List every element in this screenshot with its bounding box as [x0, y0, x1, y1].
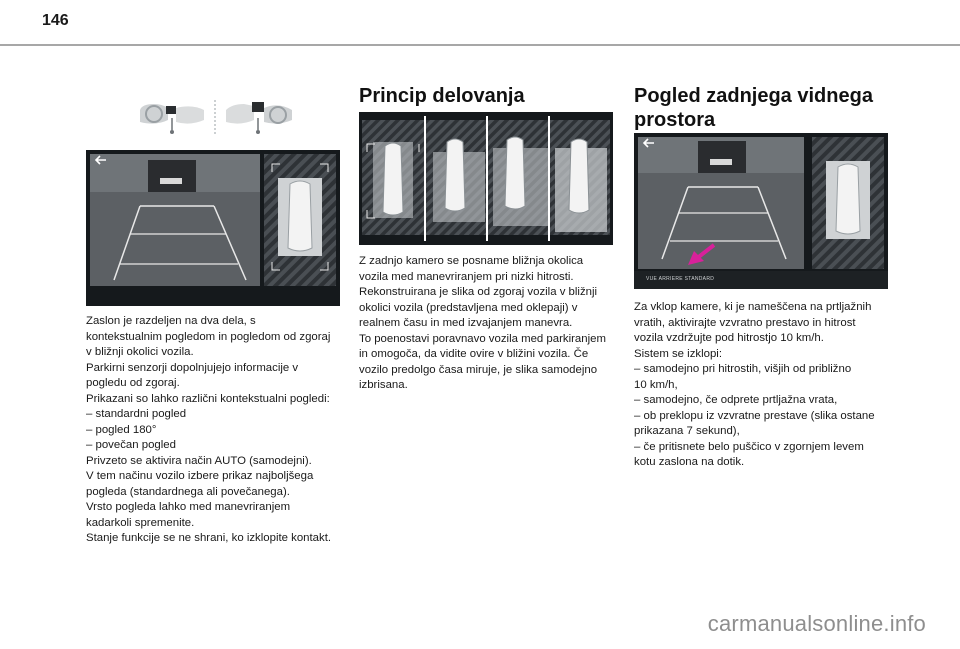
section-heading-rear-view: Pogled zadnjega vidnega prostora: [634, 84, 894, 132]
camera-split-view-figure: [86, 150, 340, 306]
text-line: vratih, aktivirajte vzvratno prestavo in…: [634, 316, 856, 329]
text-line: vozilo predolgo časa miruje, je slika sa…: [359, 363, 598, 376]
heading-line: Pogled zadnjega vidnega: [634, 85, 873, 107]
steering-wheel-icon: [140, 104, 204, 134]
sequence-frame-1: [373, 142, 413, 218]
list-item: – povečan pogled: [86, 439, 176, 451]
back-arrow-icon[interactable]: [642, 138, 654, 148]
sequence-frame-2: [433, 138, 485, 222]
text-line: Prikazani so lahko različni kontekstualn…: [86, 392, 330, 405]
car-top-view-icon: [444, 138, 466, 212]
rear-view-figure: VUE ARRIERE STANDARD: [634, 133, 888, 289]
page-number: 146: [42, 12, 69, 29]
dashboard-icons-figure: [132, 96, 298, 138]
pointer-arrow-icon: [688, 243, 716, 265]
text-line: prikazana 7 sekund),: [634, 425, 740, 437]
steering-wheel-icon: [226, 102, 292, 134]
list-item: – samodejno pri hitrostih, višjih od pri…: [634, 363, 852, 375]
list-item: – standardni pogled: [86, 408, 187, 420]
text-line: realnem času in med izvajanjem manevra.: [359, 317, 573, 329]
top-view-sequence-figure: [359, 112, 613, 245]
text-line: Zaslon je razdeljen na dva dela, s: [86, 315, 256, 327]
text-line: Privzeto se aktivira način AUTO (samodej…: [86, 454, 312, 467]
car-top-view-icon: [568, 138, 590, 214]
column-1-text: Zaslon je razdeljen na dva dela, s konte…: [86, 314, 342, 547]
text-line: vozila med manevriranjem pri nizki hitro…: [359, 270, 574, 283]
text-line: pogledu od zgoraj.: [86, 377, 180, 389]
text-line: Sistem se izklopi:: [634, 347, 722, 360]
back-arrow-icon[interactable]: [94, 155, 106, 165]
list-item: – pogled 180°: [86, 423, 157, 436]
section-heading-principle: Princip delovanja: [359, 85, 525, 107]
vehicle-ahead: [148, 160, 196, 192]
list-item: – če pritisnete belo puščico v zgornjem …: [634, 440, 864, 453]
car-top-view-icon: [835, 163, 861, 235]
text-line: izbrisana.: [359, 379, 408, 391]
text-line: kadarkoli spremenite.: [86, 516, 195, 529]
list-item: – samodejno, če odprete prtljažna vrata,: [634, 394, 838, 406]
text-line: V tem načinu vozilo izbere prikaz najbol…: [86, 470, 314, 482]
text-line: pogleda (standardnega ali povečanega).: [86, 485, 290, 498]
text-line: Vrsto pogleda lahko med manevriranjem: [86, 501, 291, 513]
text-line: in omogoča, da vidite ovire v bližini vo…: [359, 348, 589, 360]
text-line: Parkirni senzorji dopolnjujejo informaci…: [86, 361, 299, 374]
car-top-view-icon: [287, 180, 313, 252]
text-line: Stanje funkcije se ne shrani, ko izklopi…: [86, 532, 332, 544]
text-line: Rekonstruirana je slika od zgoraj vozila…: [359, 286, 598, 298]
text-line: v bližnji okolici vozila.: [86, 346, 194, 358]
text-line: kontekstualnim pogledom in pogledom od z…: [86, 330, 331, 343]
guide-line-right: [213, 205, 247, 281]
view-mode-label: VUE ARRIERE STANDARD: [646, 276, 715, 282]
sequence-frame-3: [493, 136, 549, 226]
heading-line: prostora: [634, 109, 716, 131]
guide-line-left: [113, 205, 141, 281]
car-top-view-icon: [382, 142, 404, 216]
text-line: To poenostavi poravnavo vozila med parki…: [359, 332, 606, 345]
text-line: vozila vzdržujte pod hitrostjo 10 km/h.: [634, 332, 824, 344]
list-item: – ob preklopu iz vzvratne prestave (slik…: [634, 409, 875, 422]
sequence-frame-4: [555, 138, 607, 232]
text-line: Z zadnjo kamero se posname bližnja okoli…: [359, 255, 584, 267]
vehicle-ahead: [698, 141, 746, 173]
text-line: 10 km/h,: [634, 378, 678, 391]
text-line: okolici vozila (predstavljena med oklepa…: [359, 301, 578, 314]
car-top-view-icon: [504, 136, 526, 210]
text-line: kotu zaslona na dotik.: [634, 456, 745, 468]
column-3-text: Za vklop kamere, ki je nameščena na prtl…: [634, 300, 894, 471]
watermark: carmanualsonline.info: [707, 611, 926, 636]
header-rule: [0, 44, 960, 46]
column-2-text: Z zadnjo kamero se posname bližnja okoli…: [359, 254, 621, 394]
text-line: Za vklop kamere, ki je nameščena na prtl…: [634, 301, 872, 313]
